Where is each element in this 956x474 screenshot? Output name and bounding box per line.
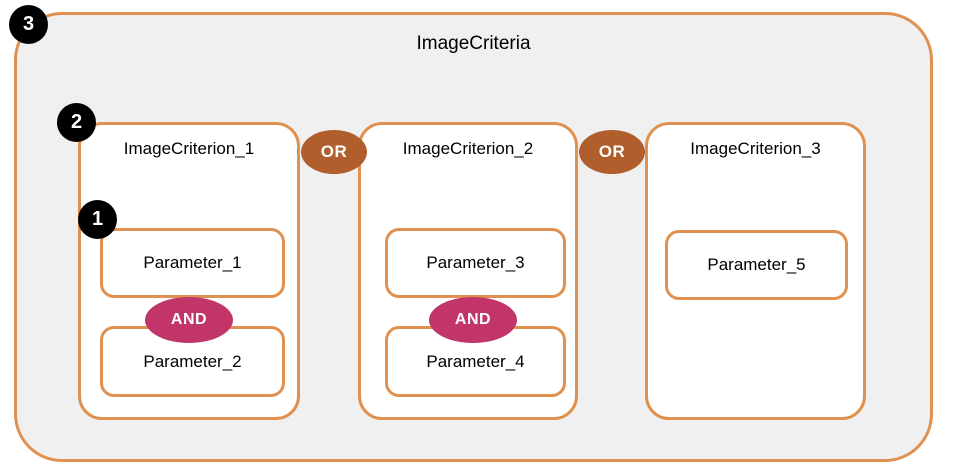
parameter-box: Parameter_1 [100, 228, 285, 298]
criterion-label-2: ImageCriterion_2 [402, 139, 534, 158]
container-title: ImageCriteria [416, 33, 531, 54]
or-operator-badge: OR [579, 130, 645, 174]
criterion-label-3: ImageCriterion_3 [690, 139, 821, 158]
step-marker-2: 2 [57, 103, 96, 142]
step-marker-3: 3 [9, 5, 48, 44]
criterion-label-1: ImageCriterion_1 [123, 139, 255, 158]
parameter-box: Parameter_5 [665, 230, 848, 300]
parameter-box: Parameter_3 [385, 228, 566, 298]
parameter-box: Parameter_2 [100, 326, 285, 397]
or-operator-badge: OR [301, 130, 367, 174]
and-operator-badge: AND [145, 297, 233, 343]
and-operator-badge: AND [429, 297, 517, 343]
step-marker-1: 1 [78, 200, 117, 239]
